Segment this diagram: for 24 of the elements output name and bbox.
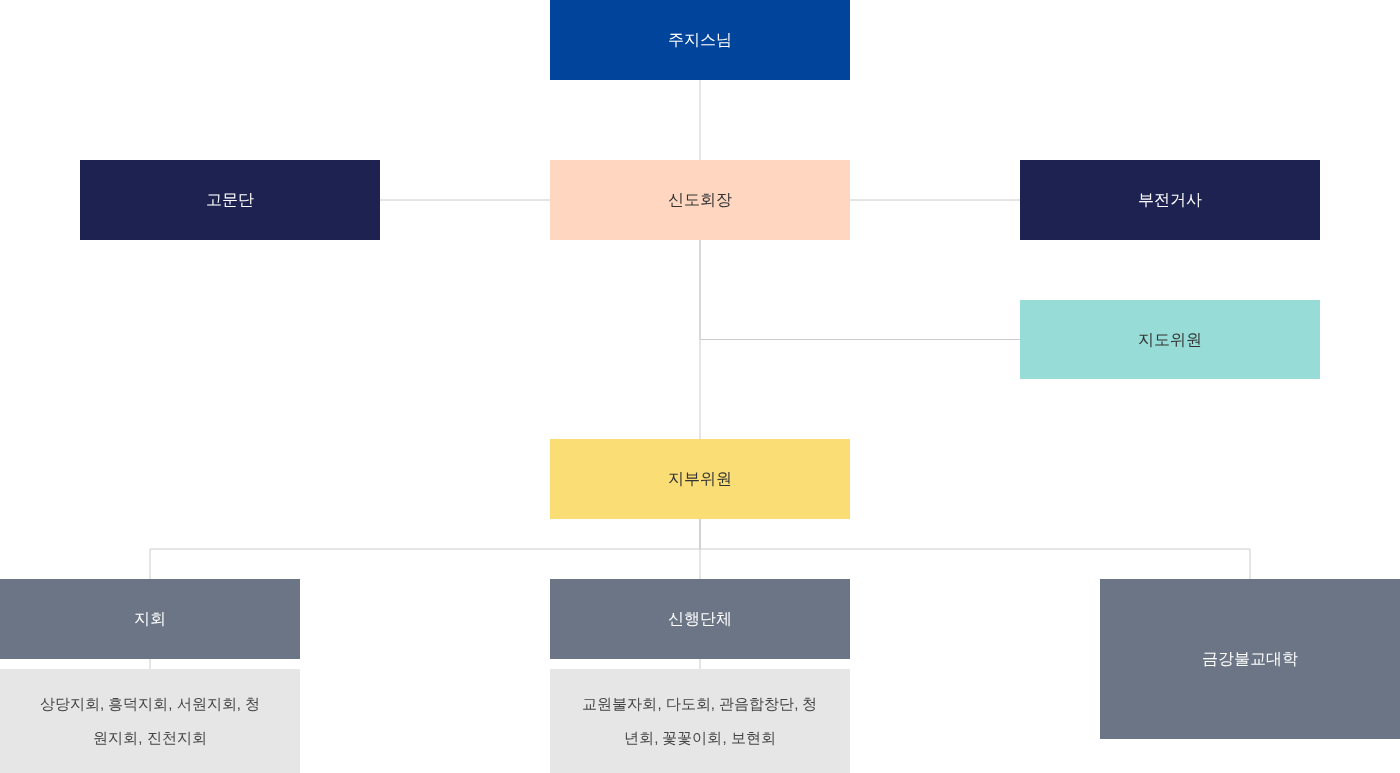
node-text: 지도위원 [1138,329,1202,350]
node-text: 고문단 [206,190,254,210]
node-text: 지부위원 [668,469,732,489]
node-text: 상당지회, 흥덕지회, 서원지회, 청원지회, 진천지회 [40,694,260,748]
position-box [80,160,380,240]
member-list-box [0,669,300,773]
group-box [0,579,300,659]
connector-line [699,239,701,440]
connector-line [699,518,1251,580]
member-list-box [550,669,850,773]
position-box [1020,160,1320,240]
node-text: 주지스님 [668,30,732,50]
node-text: 금강불교대학 [1202,649,1298,669]
node-text: 신행단체 [668,609,732,629]
position-box [550,160,850,240]
position-box [550,0,850,80]
node-text: 부전거사 [1138,190,1202,210]
position-box [1020,300,1320,379]
node-text: 교원불자회, 다도회, 관음합창단, 청년회, 꽃꽃이회, 보현회 [582,694,818,748]
node-text: 신도회장 [668,190,732,210]
group-box [1100,579,1400,739]
group-box [550,579,850,659]
node-text: 지회 [134,609,166,629]
position-box [550,439,850,519]
